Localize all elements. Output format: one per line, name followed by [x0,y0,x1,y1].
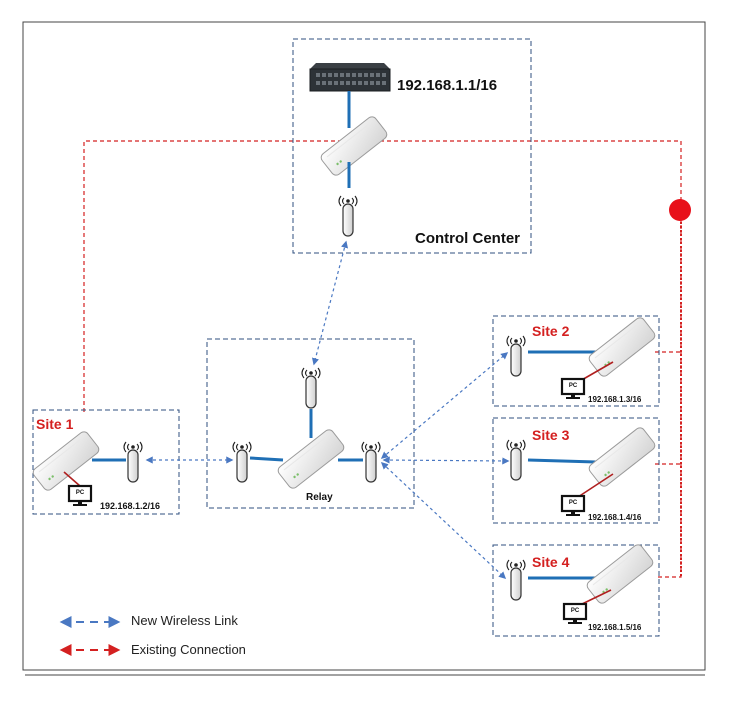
site-3-pc-icon [560,494,586,518]
site-1-ap-icon [30,429,102,493]
site-3-ap-icon [586,425,658,489]
site-1-antenna-icon [123,441,143,483]
control-center-box [292,38,532,254]
site-2-label: Site 2 [532,323,570,339]
site-3-pc-label: PC [569,500,578,506]
relay-antenna-right-icon [361,441,381,483]
legend-existing-label: Existing Connection [131,642,246,657]
site-4-pc-icon [562,602,588,626]
relay-antenna-left-icon [232,441,252,483]
site-2-ip: 192.168.1.3/16 [588,395,642,404]
control-center-ip: 192.168.1.1/16 [397,77,497,94]
control-ap-icon [318,114,390,178]
relay-antenna-top-icon [301,367,321,409]
site-4-antenna-icon [506,559,526,601]
site-3-label: Site 3 [532,427,570,443]
legend: New Wireless Link Existing Connection [59,613,246,657]
legend-wireless-label: New Wireless Link [131,613,238,628]
site-4-ip: 192.168.1.5/16 [588,623,642,632]
outer-frame [22,21,706,671]
site-1-label: Site 1 [36,416,74,432]
site-4-box [492,544,660,637]
site-4-label: Site 4 [532,554,570,570]
site-1-box [32,409,180,515]
existing-connection-lines [83,140,682,578]
site-2-pc-icon [560,377,586,401]
switch-icon [309,63,391,92]
site-1-ip: 192.168.1.2/16 [100,501,160,511]
junction-dot [669,199,691,221]
control-center-label: Control Center [415,230,520,247]
relay-label: Relay [306,492,333,503]
site-2-pc-label: PC [569,383,578,389]
site-1-pc-icon [67,484,93,508]
wireless-links [145,240,510,579]
site-1-pc-label: PC [76,490,85,496]
site-2-antenna-icon [506,335,526,377]
site-3-ip: 192.168.1.4/16 [588,513,642,522]
control-antenna-icon [338,195,358,237]
site-3-antenna-icon [506,439,526,481]
site-4-ap-icon [584,542,656,606]
site-2-ap-icon [586,315,658,379]
site-4-pc-label: PC [571,608,580,614]
